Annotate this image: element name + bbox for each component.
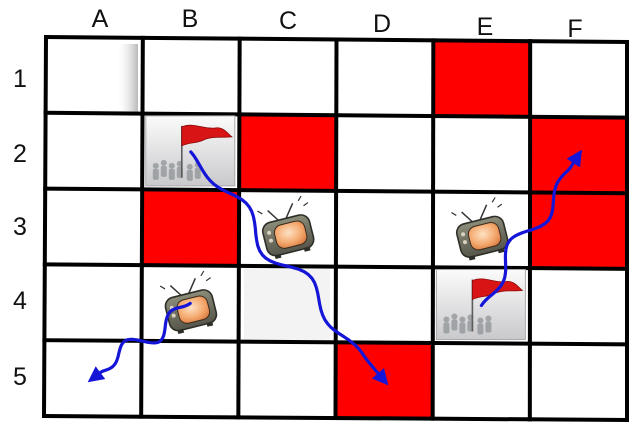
empty-cell-c1[interactable] [239, 39, 336, 116]
row-label-3: 3 [13, 213, 27, 241]
empty-cell-a3[interactable] [45, 189, 142, 266]
column-label-b: B [182, 5, 199, 33]
person-head [477, 318, 483, 324]
blocked-cell-b3[interactable] [142, 189, 239, 266]
empty-cell-b1[interactable] [143, 38, 240, 115]
person-head [485, 316, 491, 322]
cell-shadow [244, 268, 330, 340]
grid-line [141, 38, 143, 417]
empty-cell-f4[interactable] [530, 268, 627, 344]
person-body [459, 323, 465, 334]
empty-cell-c5[interactable] [238, 342, 335, 418]
grid-line [238, 39, 239, 418]
column-label-c: C [279, 7, 297, 35]
person-body [477, 324, 483, 335]
column-label-f: F [567, 15, 582, 43]
empty-cell-e5[interactable] [433, 343, 530, 419]
blocked-cell-c2[interactable] [239, 114, 336, 190]
grid-line [433, 40, 434, 418]
person-body [485, 322, 491, 333]
person-head [169, 163, 175, 169]
person-body [169, 169, 175, 180]
person-body [153, 169, 159, 180]
person-head [153, 163, 159, 169]
row-labels: 1 2 3 4 5 [13, 65, 27, 391]
person-body [187, 170, 193, 181]
person-body [161, 166, 167, 177]
cell-shadow [116, 44, 138, 112]
empty-cell-d3[interactable] [336, 191, 433, 267]
person-body [451, 320, 457, 331]
person-body [443, 323, 449, 334]
empty-cell-b5[interactable] [141, 341, 238, 417]
person-head [451, 314, 457, 320]
column-label-e: E [477, 13, 494, 41]
blocked-cell-f3[interactable] [530, 192, 627, 268]
empty-cell-d2[interactable] [336, 115, 433, 191]
person-body [195, 168, 201, 179]
empty-cell-a4[interactable] [44, 264, 141, 341]
column-label-a: A [92, 5, 109, 33]
empty-cell-e2[interactable] [433, 116, 530, 192]
empty-cell-d1[interactable] [336, 40, 433, 117]
row-label-4: 4 [13, 287, 27, 315]
person-head [161, 160, 167, 166]
grid-line [44, 37, 46, 416]
empty-cell-f5[interactable] [530, 344, 627, 420]
empty-cell-a2[interactable] [45, 113, 142, 190]
row-label-2: 2 [13, 140, 27, 168]
person-head [459, 317, 465, 323]
row-label-1: 1 [13, 65, 27, 93]
row-label-5: 5 [13, 363, 27, 391]
person-head [443, 317, 449, 323]
grid-line [336, 40, 337, 419]
blocked-cell-e1[interactable] [433, 40, 530, 116]
column-label-d: D [373, 10, 391, 38]
empty-cell-d4[interactable] [336, 267, 433, 343]
empty-cell-f1[interactable] [530, 41, 627, 117]
person-head [187, 164, 193, 170]
